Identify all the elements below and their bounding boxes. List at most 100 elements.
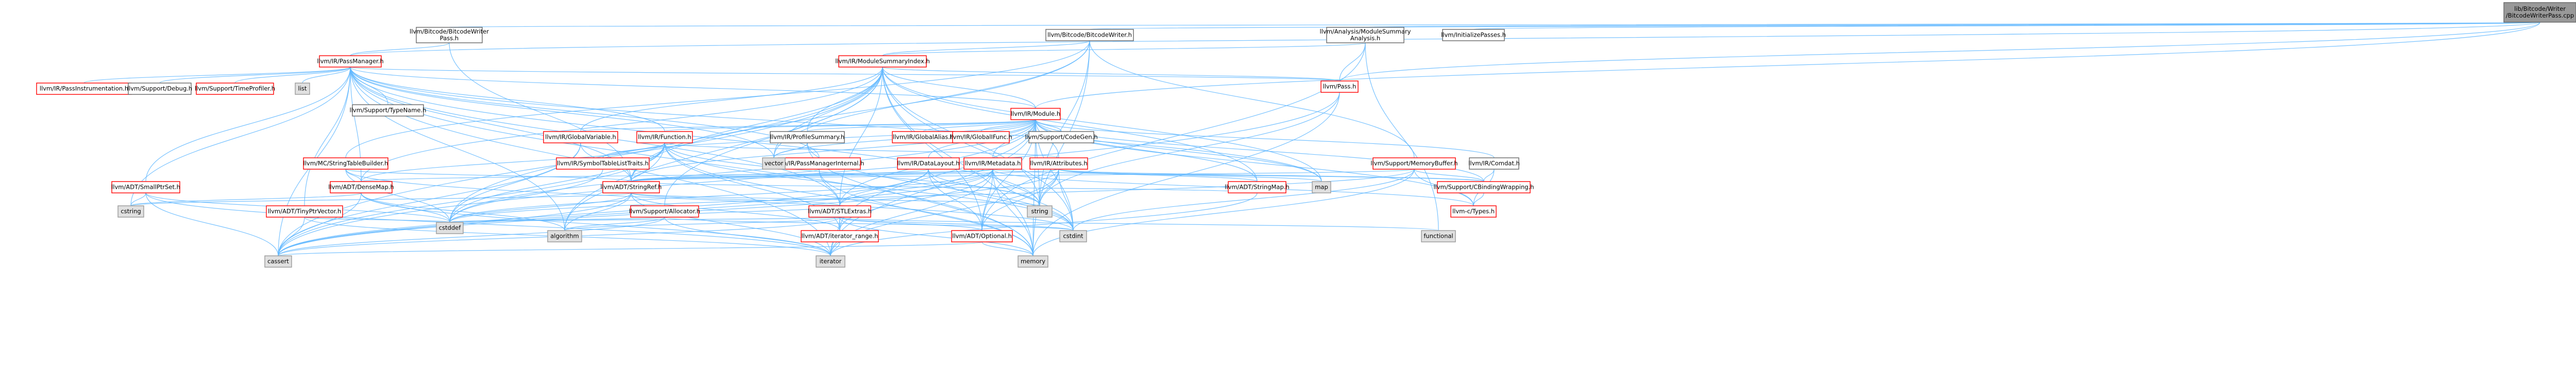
node-tn[interactable]: llvm/Support/TypeName.h [350,104,427,117]
node-bw[interactable]: llvm/Bitcode/BitcodeWriter.h [1045,29,1134,41]
node-label: llvm/ADT/DenseMap.h [328,184,394,191]
edge-mss-to-cstddef [345,169,450,223]
edge-smb-to-sr [631,169,1415,182]
node-fn[interactable]: llvm/IR/Function.h [636,131,693,143]
node-label: llvm/Support/Allocator.h [629,208,700,215]
edge-pm-to-list [302,67,351,84]
node-dbg[interactable]: llvm/Support/Debug.h [127,83,192,95]
edge-stl-to-opt [839,217,982,231]
node-comdat[interactable]: llvm/IR/Comdat.h [1468,157,1520,170]
edge-pm-to-string [350,67,1040,206]
edge-opt-to-memory [981,241,1033,256]
node-box [1450,205,1497,218]
node-pmi[interactable]: llvm/IR/PassManagerInternal.h [774,157,865,170]
edge-pm-to-map [350,67,1322,182]
edge-pm-to-mod [350,67,1036,109]
node-box [1312,181,1331,193]
edge-msa-to-pass [1339,42,1366,81]
node-box [352,104,424,117]
edge-attr-to-string [1039,169,1059,206]
node-label: map [1315,184,1328,191]
edge-mss-to-sr [345,169,632,182]
edge-dl-to-cstdint [928,169,1074,231]
node-dm[interactable]: llvm/ADT/DenseMap.h [328,181,394,193]
node-bwp[interactable]: llvm/Bitcode/BitcodeWriterPass.h [410,27,489,43]
node-functional: functional [1421,230,1456,242]
node-root[interactable]: lib/Bitcode/Writer/BitcodeWriterPass.cpp [2503,2,2576,23]
edge-pm-to-tp [234,67,351,84]
node-gv[interactable]: llvm/IR/GlobalVariable.h [543,131,618,143]
node-dl[interactable]: llvm/IR/DataLayout.h [897,157,960,170]
node-tp[interactable]: llvm/Support/TimeProfiler.h [195,83,275,95]
node-ga[interactable]: llvm/IR/GlobalAlias.h [892,131,955,143]
node-gif[interactable]: llvm/IR/GlobalIFunc.h [950,131,1012,143]
node-msi[interactable]: llvm/IR/ModuleSummaryIndex.h [835,55,930,68]
node-box [117,205,144,218]
node-memory: memory [1018,255,1048,268]
node-label: llvm/Support/CBindingWrapping.h [1433,184,1534,191]
edge-comdat-to-cbw [1483,169,1495,182]
node-pass[interactable]: llvm/Pass.h [1320,80,1359,93]
node-label: llvm/ADT/SmallPtrSet.h [111,184,180,191]
node-cg[interactable]: llvm/Support/CodeGen.h [1025,131,1098,143]
edge-root-to-msa [1365,22,2540,28]
node-box [1029,157,1088,170]
node-mod[interactable]: llvm/IR/Module.h [1010,108,1061,120]
node-box [816,255,845,268]
node-label: llvm/IR/ModuleSummaryIndex.h [835,58,930,65]
node-label: llvm/IR/SymbolTableListTraits.h [557,160,649,167]
node-sr[interactable]: llvm/ADT/StringRef.h [601,181,662,193]
node-box [630,205,699,218]
node-label: lib/Bitcode/Writer [2514,5,2566,12]
edge-msa-to-functional [1365,42,1439,231]
node-ps[interactable]: llvm/IR/ProfileSummary.h [770,131,845,143]
node-stlt[interactable]: llvm/IR/SymbolTableListTraits.h [556,157,650,170]
node-box [952,131,1010,143]
node-box [2503,2,2576,23]
node-iterator: iterator [816,255,845,268]
edge-smb-to-memory [1032,169,1415,256]
edge-dm-to-cstring [130,192,362,206]
node-md[interactable]: llvm/IR/Metadata.h [963,157,1022,170]
node-box [416,27,483,43]
edge-msi-to-map [882,67,1322,182]
node-initp[interactable]: llvm/InitializePasses.h [1441,29,1506,41]
node-attr[interactable]: llvm/IR/Attributes.h [1029,157,1088,170]
edge-msi-to-cstddef [449,67,883,223]
edge-cbw-to-ctypes [1473,192,1484,206]
node-tpv[interactable]: llvm/ADT/TinyPtrVector.h [266,205,343,218]
node-ctypes[interactable]: llvm-c/Types.h [1450,205,1497,218]
node-sps[interactable]: llvm/ADT/SmallPtrSet.h [111,181,180,193]
edge-msi-to-gv [580,67,883,132]
node-cassert: cassert [264,255,292,268]
node-opt[interactable]: llvm/ADT/Optional.h [951,230,1013,242]
node-smb[interactable]: llvm/Support/MemoryBuffer.h [1370,157,1458,170]
node-box [770,131,845,143]
edge-root-to-mod [1035,22,2540,109]
node-label: llvm/Support/Debug.h [127,85,192,92]
edge-pm-to-sps [145,67,351,182]
node-pi[interactable]: llvm/IR/PassInstrumentation.h [36,83,132,95]
node-box [808,205,871,218]
node-stl[interactable]: llvm/ADT/STLExtras.h [808,205,872,218]
node-label: llvm/ADT/Optional.h [952,233,1011,240]
node-pm[interactable]: llvm/IR/PassManager.h [317,55,384,68]
node-box [111,181,180,193]
edge-bwp-to-sr [449,42,632,182]
edge-mss-to-cstdint [345,169,1074,231]
edge-tpv-to-cstddef [304,217,450,223]
node-mss[interactable]: llvm/MC/StringTableBuilder.h [303,157,388,170]
node-cbw[interactable]: llvm/Support/CBindingWrapping.h [1433,181,1534,193]
node-label: llvm/IR/ProfileSummary.h [770,134,844,141]
node-ir[interactable]: llvm/ADT/iterator_range.h [801,230,879,242]
node-label: cassert [267,258,289,265]
node-smap[interactable]: llvm/ADT/StringMap.h [1225,181,1290,193]
edge-bw-to-msi [882,40,1090,56]
node-box [1437,181,1531,193]
edge-attr-to-map [1058,169,1322,182]
edge-mod-to-md [992,119,1036,158]
node-alloc[interactable]: llvm/Support/Allocator.h [629,205,700,218]
edge-mod-to-sr [631,119,1036,182]
